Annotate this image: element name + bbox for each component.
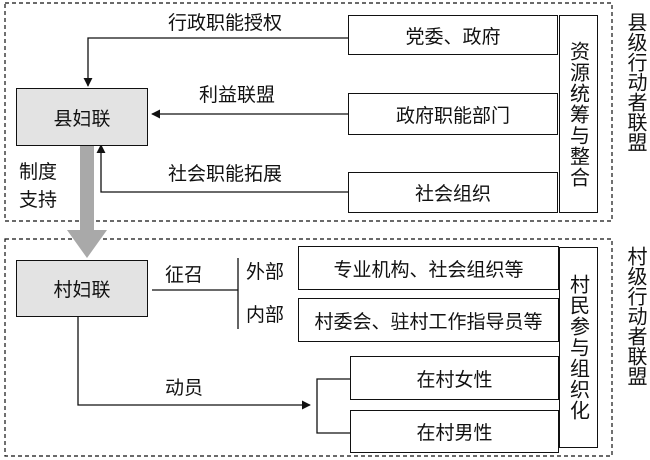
expansion-arrow xyxy=(96,144,348,193)
county-alliance-label: 县级行动者联盟 xyxy=(624,12,648,152)
internal-label: 内部 xyxy=(246,304,285,326)
mobilize-label: 动员 xyxy=(165,377,204,399)
integration-box: 资源统筹与整合 xyxy=(559,15,598,213)
institutional-support-label: 制度 支持 xyxy=(19,161,58,211)
county-womens-federation-box: 县妇联 xyxy=(16,88,148,146)
alliance-label: 利益联盟 xyxy=(199,84,276,106)
village-men-box: 在村男性 xyxy=(350,410,559,453)
village-alliance-label: 村级行动者联盟 xyxy=(624,246,648,386)
authorization-arrow xyxy=(83,37,348,87)
internal-actors-box: 村委会、驻村工作指导员等 xyxy=(298,298,559,342)
county-group-frame xyxy=(4,2,613,222)
village-group-frame xyxy=(4,238,613,457)
authorization-label: 行政职能授权 xyxy=(168,12,283,34)
village-womens-federation-box: 村妇联 xyxy=(16,260,148,317)
village-women-box: 在村女性 xyxy=(350,356,559,400)
external-actors-box: 专业机构、社会组织等 xyxy=(298,246,559,290)
external-label: 外部 xyxy=(246,261,285,283)
support-arrow-head xyxy=(67,230,107,258)
party-government-box: 党委、政府 xyxy=(348,15,558,55)
recruit-label: 征召 xyxy=(165,264,204,286)
mobilize-arrow xyxy=(77,317,311,410)
social-organization-box: 社会组织 xyxy=(348,172,558,213)
government-departments-box: 政府职能部门 xyxy=(348,93,558,135)
support-arrow-shaft xyxy=(80,146,94,232)
organization-box: 村民参与组织化 xyxy=(559,247,598,448)
expansion-label: 社会职能拓展 xyxy=(168,163,283,185)
mobilize-bracket xyxy=(316,378,350,434)
